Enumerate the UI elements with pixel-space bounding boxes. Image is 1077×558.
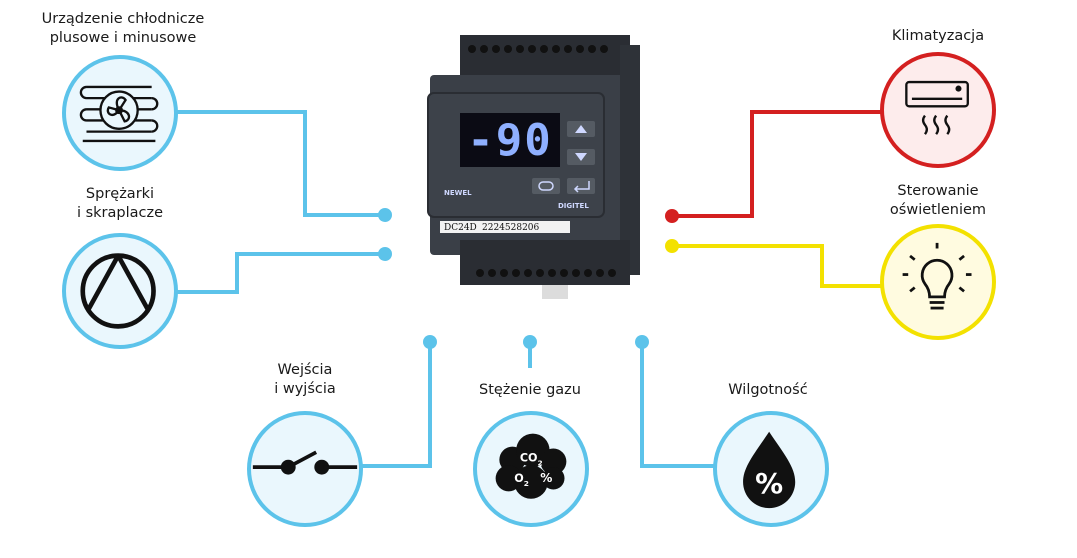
connector-dot: [378, 247, 392, 261]
humidity-circle: %: [713, 411, 829, 527]
brand-newel: NEWEL: [444, 189, 472, 197]
up-button[interactable]: [567, 121, 595, 137]
connector-dot: [665, 209, 679, 223]
enter-button[interactable]: [567, 178, 595, 194]
gas-o2-sub: 2: [524, 479, 529, 488]
air-conditioner-icon: [905, 80, 969, 135]
air-conditioning-label-line1: Klimatyzacja: [891, 28, 985, 44]
lighting-label-line2: oświetleniem: [889, 202, 987, 218]
gas-o2-text: O: [514, 472, 523, 485]
gas-label: Stężenie gazu: [460, 381, 600, 400]
fan-coil-icon: [79, 85, 159, 143]
refrigeration-label-line1: Urządzenie chłodnicze: [41, 11, 205, 27]
air-conditioning-circle: [880, 52, 996, 168]
controller-device: -90 NEWEL DIGITEL DC24D 2224528206: [420, 35, 650, 305]
connector-dot: [423, 335, 437, 349]
io-label: Wejścia i wyjścia: [235, 361, 375, 399]
svg-text:O2: O2: [514, 472, 529, 488]
gas-circle: CO2 O2 %: [473, 411, 589, 527]
lighting-label: Sterowanie oświetleniem: [868, 182, 1008, 220]
svg-text:CO2: CO2: [520, 452, 543, 468]
connector-dot: [523, 335, 537, 349]
air-conditioning-label: Klimatyzacja: [868, 27, 1008, 46]
down-button[interactable]: [567, 149, 595, 165]
compressors-label-line1: Sprężarki: [85, 186, 155, 202]
humidity-percent: %: [755, 467, 783, 500]
switch-icon: [252, 450, 358, 475]
humidity-label: Wilgotność: [698, 381, 838, 400]
io-label-line1: Wejścia: [277, 362, 333, 378]
refrigeration-circle: [62, 55, 178, 171]
compressors-label-line2: i skraplacze: [76, 205, 164, 221]
compressors-circle: [62, 233, 178, 349]
cycle-button[interactable]: [532, 178, 560, 194]
plate-serial: 2224528206: [482, 223, 540, 233]
gas-label-line1: Stężenie gazu: [479, 382, 581, 398]
refrigeration-label-line2: plusowe i minusowe: [49, 30, 197, 46]
connector-dot: [665, 239, 679, 253]
brand-digitel: DIGITEL: [558, 202, 589, 210]
connector-dot: [635, 335, 649, 349]
gas-co2-text: CO: [520, 452, 538, 465]
io-label-line2: i wyjścia: [274, 381, 336, 397]
gas-cloud-icon: CO2 O2 %: [495, 433, 567, 499]
humidity-label-line1: Wilgotność: [728, 382, 808, 398]
humidity-drop-icon: %: [743, 431, 796, 509]
gas-percent: %: [540, 471, 552, 485]
display-value: -90: [467, 115, 552, 166]
compressor-icon: [80, 253, 156, 329]
compressors-label: Sprężarki i skraplacze: [50, 185, 190, 223]
refrigeration-label: Urządzenie chłodnicze plusowe i minusowe: [18, 10, 228, 48]
gas-co2-sub: 2: [537, 458, 542, 467]
controller-body: -90 NEWEL DIGITEL DC24D 2224528206: [427, 35, 640, 299]
lighting-label-line1: Sterowanie: [897, 183, 979, 199]
connector-dot: [378, 208, 392, 222]
light-bulb-icon: [902, 242, 972, 310]
io-circle: [247, 411, 363, 527]
plate-model: DC24D: [444, 223, 477, 233]
lighting-circle: [880, 224, 996, 340]
